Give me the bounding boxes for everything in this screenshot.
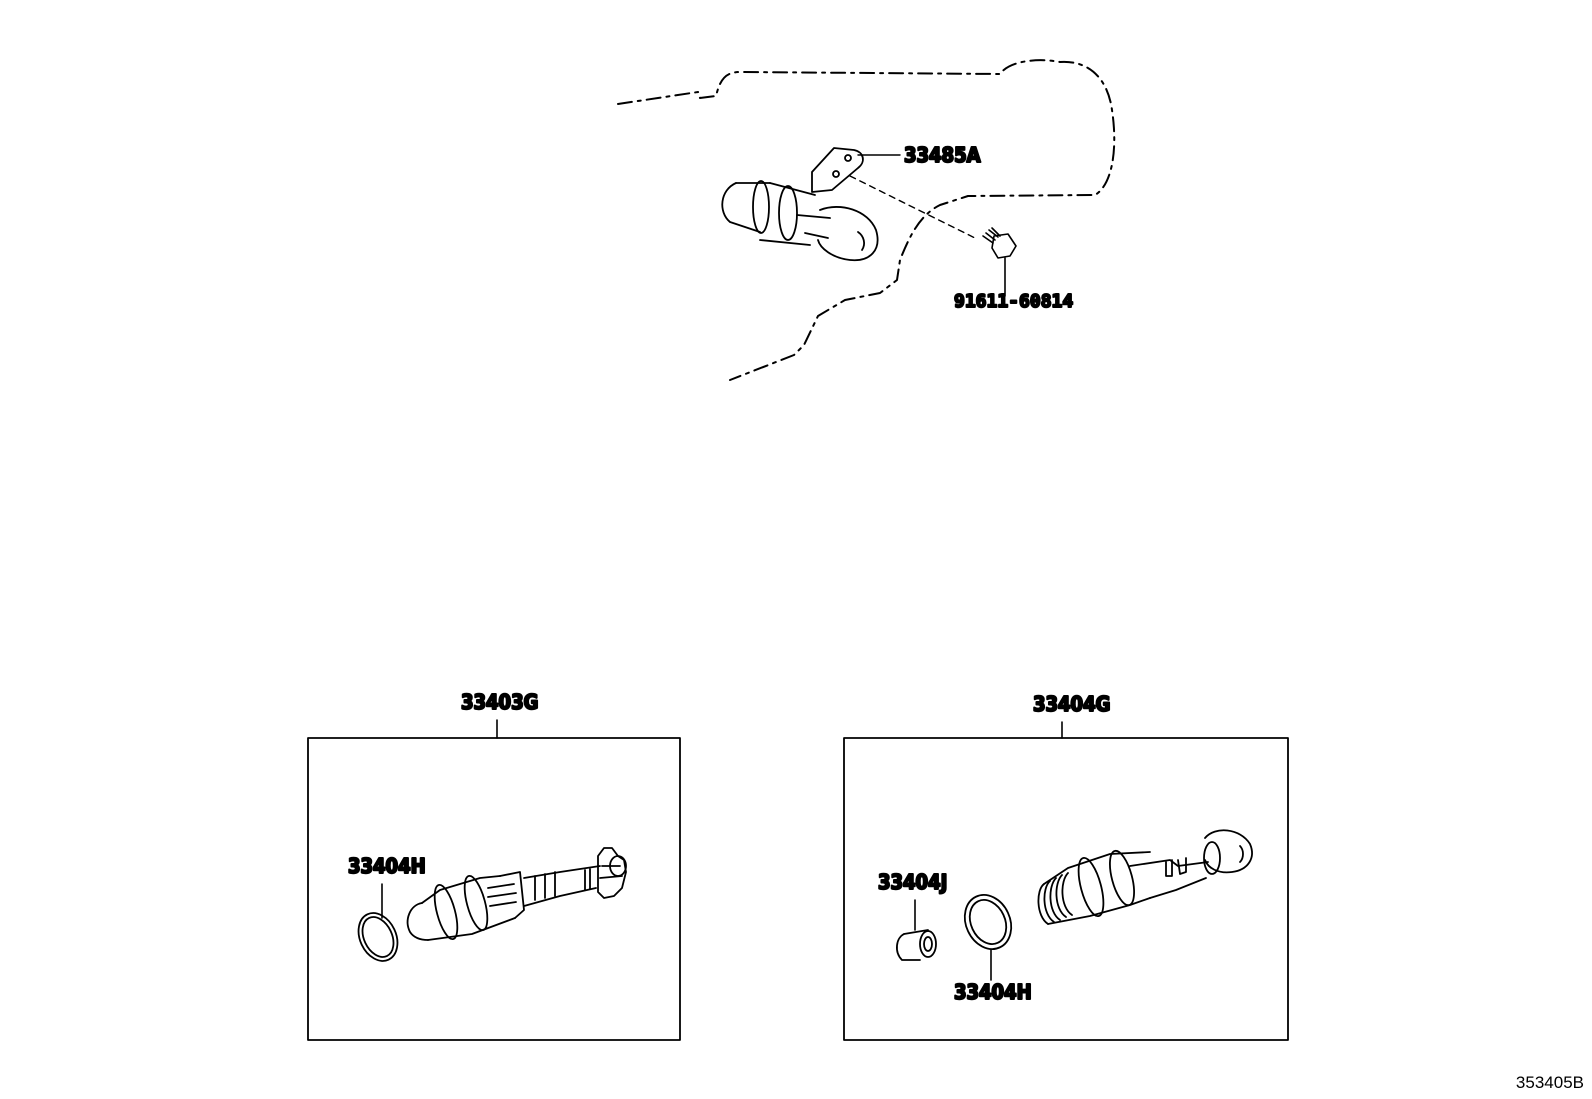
label-33404H-right: 33404H: [954, 980, 1032, 1004]
kit-left-box: [307, 737, 681, 1041]
bracket-plate: [811, 147, 864, 193]
o-ring-right: [963, 894, 1013, 950]
label-33403G: 33403G: [461, 690, 538, 714]
bolt: [982, 227, 1017, 297]
diagram-id: 353405B: [1515, 1073, 1584, 1092]
label-33404G: 33404G: [1033, 692, 1110, 716]
o-ring-left: [357, 912, 399, 962]
speed-sensor-assembly: [721, 180, 879, 262]
speed-sensor-right: [1037, 829, 1253, 925]
sleeve-bushing: [896, 929, 937, 961]
kit-right-box: [843, 737, 1289, 1041]
label-33404J: 33404J: [878, 870, 947, 894]
label-33404H-left: 33404H: [348, 854, 426, 878]
bolt-hidden-line: [849, 175, 976, 239]
transmission-case-outline: [617, 59, 1116, 381]
driven-gear-sensor-left: [406, 847, 627, 941]
label-33485A: 33485A: [904, 143, 981, 167]
label-91611-60814: 91611-60814: [954, 291, 1073, 312]
